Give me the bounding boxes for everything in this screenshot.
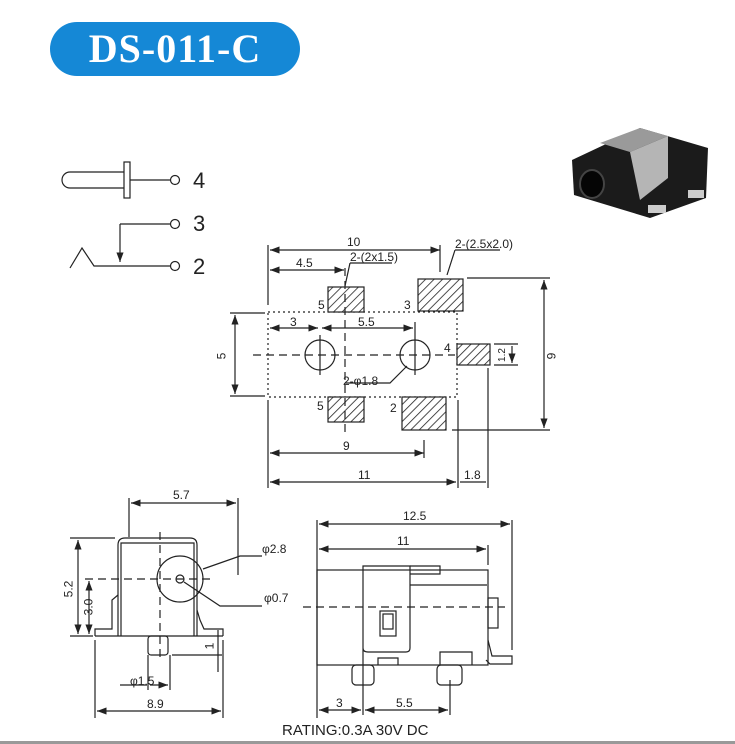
dim-3-0: 3.0 [81, 598, 96, 616]
dim-9-vertical: 9 [544, 352, 559, 360]
dim-5-7: 5.7 [173, 488, 190, 502]
dim-5-5-side: 5.5 [396, 696, 413, 710]
dim-1-8: 1.8 [464, 468, 481, 482]
pad-label-3: 3 [404, 298, 411, 312]
pad-label-4: 4 [444, 341, 451, 355]
schematic-symbol [61, 161, 181, 272]
dim-1-2: 1.2 [496, 348, 508, 362]
dim-9: 9 [343, 439, 350, 453]
dim-5-5: 5.5 [358, 315, 375, 329]
dim-small-pad: 2-(2x1.5) [350, 250, 399, 264]
model-title-badge: DS-011-C [50, 22, 300, 76]
dim-12-5: 12.5 [403, 509, 427, 523]
dim-3-side: 3 [336, 696, 343, 710]
dim-large-pad: 2-(2.5x2.0) [455, 237, 514, 251]
dim-10: 10 [347, 235, 361, 249]
dim-1: 1 [202, 642, 217, 650]
dim-phi-0-7: φ0.7 [264, 591, 289, 605]
rating-text: RATING:0.3A 30V DC [282, 722, 429, 739]
front-view [70, 498, 262, 718]
bottom-divider [0, 741, 735, 744]
dim-11-side: 11 [397, 534, 410, 548]
dim-phi-2-8: φ2.8 [262, 542, 287, 556]
side-view [303, 520, 513, 718]
dim-3: 3 [290, 315, 297, 329]
pad-label-2: 2 [390, 401, 397, 415]
schematic-pin-3-label: 3 [193, 211, 206, 236]
dim-8-9: 8.9 [147, 697, 164, 711]
dim-hole-dia: 2-φ1.8 [343, 374, 379, 388]
dim-5: 5 [214, 352, 229, 360]
dim-phi-1-5: φ1.5 [130, 674, 155, 688]
product-photo [572, 128, 708, 218]
pad-label-5-bottom: 5 [317, 399, 324, 413]
schematic-pin-2-label: 2 [193, 254, 206, 279]
pad-label-5-top: 5 [318, 298, 325, 312]
dim-11: 11 [358, 468, 371, 482]
dim-5-2: 5.2 [61, 580, 76, 598]
dim-4-5: 4.5 [296, 256, 313, 270]
footprint-view [230, 245, 550, 488]
schematic-pin-4-label: 4 [193, 168, 206, 193]
